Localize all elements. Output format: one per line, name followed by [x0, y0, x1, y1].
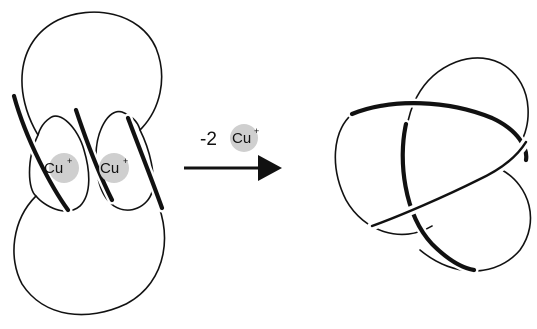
reaction-ion-disc: [230, 124, 258, 152]
reaction-ion-charge: +: [254, 126, 259, 136]
knot-lobe-left: [334, 113, 433, 236]
copper-ion-1: Cu +: [44, 153, 79, 183]
knot-strand-1: [349, 101, 529, 163]
copper-ion-2-disc: [99, 153, 129, 183]
reaction-ion-symbol: Cu: [232, 130, 251, 147]
copper-ion-2-symbol: Cu: [100, 160, 119, 177]
copper-ion-1-symbol: Cu: [44, 160, 63, 177]
copper-ion-2: Cu +: [99, 153, 129, 183]
copper-ion-1-disc: [49, 153, 79, 183]
complex-crossing-strand-2-line: [73, 107, 115, 203]
complex-outer-loop: [13, 11, 166, 316]
complex-crossing-strand-1-line: [11, 93, 71, 213]
reaction-amount: -2: [200, 129, 217, 150]
knot-strand-2: [400, 121, 477, 273]
copper-ion-2-charge: +: [123, 156, 128, 166]
copper-ion-1-charge: +: [67, 156, 72, 166]
reaction-arrow-group: -2 Cu +: [184, 124, 282, 181]
knot-strand-3-gap: [367, 137, 531, 231]
knot-strand-3: [370, 140, 528, 228]
trefoil-knot-drawing: [334, 57, 532, 275]
complex-crossing-strand-1: [9, 91, 73, 215]
arrow-head-icon: [258, 155, 282, 181]
knot-strand-1-gap: [347, 98, 531, 165]
complex-crossing-strand-3-line: [125, 115, 165, 211]
knot-lobe-right: [419, 169, 532, 272]
complex-inner-strand-left: [28, 115, 90, 212]
metal-complex-drawing: Cu + Cu +: [9, 11, 167, 316]
